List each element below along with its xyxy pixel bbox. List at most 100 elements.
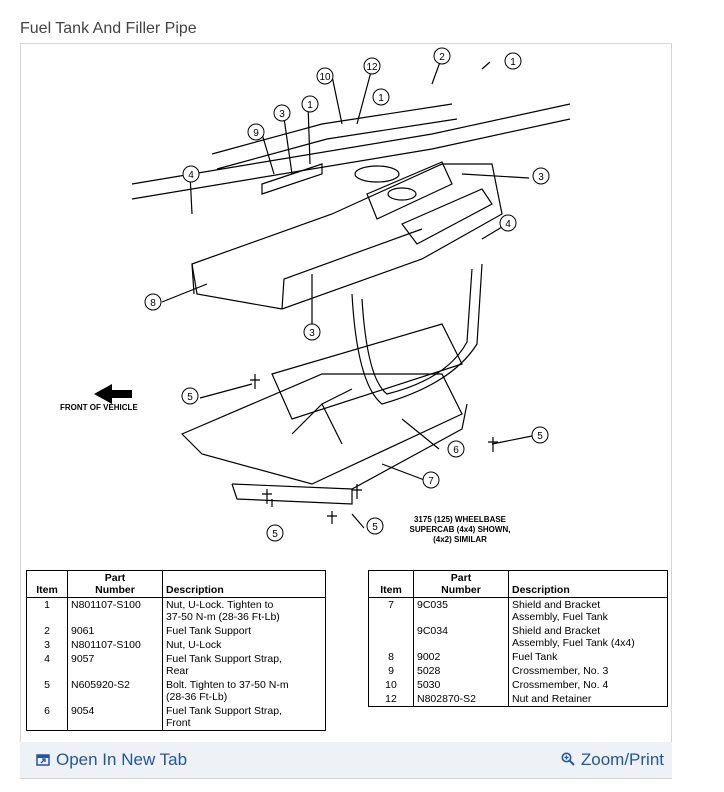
callout-5: 5 <box>187 392 193 403</box>
description-line: Front <box>166 717 191 729</box>
callout-5: 5 <box>272 529 278 540</box>
front-arrow-icon <box>94 384 132 404</box>
description-line: Fuel Tank <box>512 651 558 663</box>
item-cell: 5 <box>26 678 68 704</box>
note-line-3: (4x2) SIMILAR <box>433 535 487 544</box>
item-cell: 7 <box>368 597 414 624</box>
description-line: (28-36 Ft-Lb) <box>166 691 228 703</box>
description-line: Crossmember, No. 3 <box>512 665 609 677</box>
description-line: Nut, U-Lock <box>166 639 222 651</box>
callout-1: 1 <box>378 93 384 104</box>
part-number-cell: N801107-S100 <box>67 597 163 624</box>
part-number-cell: 9057 <box>67 652 163 678</box>
col-description: Description <box>162 570 326 598</box>
description-cell: Fuel Tank Support <box>162 624 326 638</box>
description-line: Fuel Tank Support Strap, <box>166 705 282 717</box>
part-number-cell: N802870-S2 <box>413 692 509 707</box>
callout-6: 6 <box>453 445 459 456</box>
note-line-1: 3175 (125) WHEELBASE <box>414 515 507 524</box>
description-line: Bolt. Tighten to 37-50 N-m <box>166 679 289 691</box>
callout-1: 1 <box>307 100 313 111</box>
description-cell: Nut, U-Lock <box>162 638 326 652</box>
part-number-cell: N605920-S2 <box>67 678 163 704</box>
col-description: Description <box>508 570 668 598</box>
description-line: Fuel Tank Support <box>166 625 252 637</box>
description-line: Assembly, Fuel Tank (4x4) <box>512 637 635 649</box>
part-number-cell: 9054 <box>67 704 163 731</box>
note-line-2: SUPERCAB (4x4) SHOWN, <box>410 525 511 534</box>
callout-4: 4 <box>505 219 511 230</box>
callout-5: 5 <box>372 522 378 533</box>
description-cell: Crossmember, No. 3 <box>508 664 668 678</box>
page-title: Fuel Tank And Filler Pipe <box>20 20 197 37</box>
magnifier-icon <box>561 752 575 766</box>
callout-3: 3 <box>279 109 285 120</box>
description-line: Crossmember, No. 4 <box>512 679 609 691</box>
description-cell: Fuel Tank Support Strap,Front <box>162 704 326 731</box>
item-cell: 9 <box>368 664 414 678</box>
description-line: Shield and Bracket <box>512 625 601 637</box>
description-line: 37-50 N-m (28-36 Ft-Lb) <box>166 611 280 623</box>
col-item: Item <box>368 570 414 598</box>
item-cell: 2 <box>26 624 68 638</box>
description-line: Rear <box>166 665 189 677</box>
callout-8: 8 <box>150 298 156 309</box>
footer-bar: Open In New Tab Zoom/Print <box>20 742 672 778</box>
item-cell: 1 <box>26 597 68 624</box>
callout-9: 9 <box>253 128 259 139</box>
description-line: Nut and Retainer <box>512 693 592 705</box>
description-cell: Fuel Tank <box>508 650 668 664</box>
item-cell: 6 <box>26 704 68 731</box>
callout-4: 4 <box>188 170 194 181</box>
part-number-cell: 9002 <box>413 650 509 664</box>
description-cell: Nut and Retainer <box>508 692 668 707</box>
description-line: Assembly, Fuel Tank <box>512 611 608 623</box>
callout-3: 3 <box>538 172 544 183</box>
description-cell: Fuel Tank Support Strap,Rear <box>162 652 326 678</box>
part-number-cell: 9061 <box>67 624 163 638</box>
callout-7: 7 <box>428 476 434 487</box>
callout-3: 3 <box>309 328 315 339</box>
description-cell: Bolt. Tighten to 37-50 N-m(28-36 Ft-Lb) <box>162 678 326 704</box>
front-of-vehicle-label: FRONT OF VEHICLE <box>60 403 138 412</box>
callout-10: 10 <box>319 72 331 83</box>
open-in-new-tab-link[interactable]: Open In New Tab <box>36 750 187 770</box>
description-line: Fuel Tank Support Strap, <box>166 653 282 665</box>
item-cell: 4 <box>26 652 68 678</box>
part-number-cell: N801107-S100 <box>67 638 163 652</box>
part-number-cell: 5028 <box>413 664 509 678</box>
item-cell <box>368 624 414 650</box>
description-line: Shield and Bracket <box>512 599 601 611</box>
item-cell: 8 <box>368 650 414 664</box>
callout-2: 2 <box>439 52 445 63</box>
part-number-cell: 9C035 <box>413 597 509 624</box>
col-item: Item <box>26 570 68 598</box>
part-number-cell: 5030 <box>413 678 509 692</box>
fuel-tank-diagram: FRONT OF VEHICLE 1 2 12 10 1 1 3 9 3 4 4… <box>60 47 571 544</box>
open-new-tab-icon <box>36 754 50 766</box>
item-cell: 3 <box>26 638 68 652</box>
callout-5: 5 <box>537 431 543 442</box>
part-number-cell: 9C034 <box>413 624 509 650</box>
zoom-print-link[interactable]: Zoom/Print <box>561 750 664 770</box>
callout-1: 1 <box>510 57 516 68</box>
